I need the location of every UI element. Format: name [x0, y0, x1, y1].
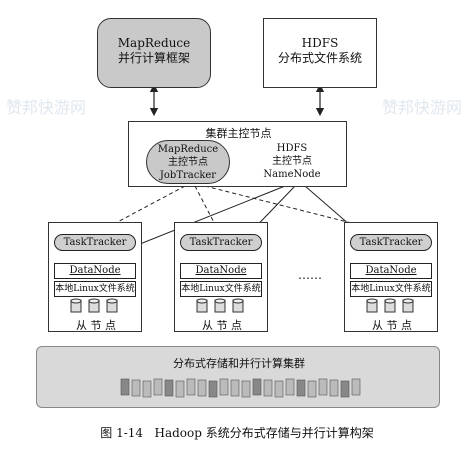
server-unit	[153, 378, 163, 396]
server-unit	[241, 380, 251, 398]
cluster-label: 分布式存储和并行计算集群	[173, 357, 305, 370]
server-unit	[307, 380, 317, 398]
slave-label: 从 节 点	[372, 319, 412, 332]
server-unit	[351, 378, 361, 396]
watermark-right: 赞邦快游网	[382, 98, 463, 117]
server-unit	[340, 380, 350, 398]
server-unit	[208, 380, 218, 398]
slave-label: 从 节 点	[76, 319, 116, 332]
namenode-line2: 主控节点	[272, 156, 312, 167]
server-unit	[252, 378, 262, 396]
jobtracker-node: MapReduce 主控节点 JobTracker	[146, 140, 230, 184]
parallel-framework-label: 并行计算框架	[117, 51, 190, 65]
server-unit	[274, 380, 284, 398]
server-unit	[329, 379, 339, 397]
mapreduce-framework-box: MapReduce 并行计算框架	[97, 18, 211, 88]
server-unit	[285, 378, 295, 396]
slave-label: 从 节 点	[202, 319, 242, 332]
watermark-left: 赞邦快游网	[6, 98, 87, 117]
server-unit	[197, 379, 207, 397]
slave-node-1: TaskTracker DataNode 本地Linux文件系统 从 节 点	[48, 222, 142, 332]
server-unit	[131, 379, 141, 397]
server-unit	[186, 378, 196, 396]
datanode-box: DataNode	[54, 263, 136, 279]
hdfs-label: HDFS	[301, 36, 339, 50]
hdfs-box: HDFS 分布式文件系统	[263, 18, 377, 88]
local-fs-box: 本地Linux文件系统	[350, 281, 432, 297]
tasktracker-pill: TaskTracker	[54, 234, 136, 251]
jobtracker-line3: JobTracker	[159, 170, 217, 181]
server-unit	[164, 379, 174, 397]
slave-node-2: TaskTracker DataNode 本地Linux文件系统 从 节 点	[174, 222, 268, 332]
dfs-label: 分布式文件系统	[277, 51, 362, 65]
storage-cluster-bar: 分布式存储和并行计算集群	[36, 346, 440, 408]
local-fs-box: 本地Linux文件系统	[180, 281, 262, 297]
server-unit	[219, 378, 229, 396]
server-unit	[296, 379, 306, 397]
local-fs-box: 本地Linux文件系统	[54, 281, 136, 297]
mapreduce-label: MapReduce	[117, 36, 191, 50]
jobtracker-line1: MapReduce	[157, 144, 219, 155]
namenode-node: HDFS 主控节点 NameNode	[258, 142, 326, 182]
master-title: 集群主控节点	[205, 127, 272, 140]
jobtracker-line2: 主控节点	[168, 157, 208, 168]
disk-icon	[70, 298, 118, 313]
server-unit	[230, 379, 240, 397]
figure-caption: 图 1-14 Hadoop 系统分布式存储与并行计算构架	[100, 426, 374, 440]
namenode-line1: HDFS	[276, 143, 308, 154]
disk-icon	[366, 298, 414, 313]
ellipsis: ……	[298, 268, 322, 282]
slave-node-3: TaskTracker DataNode 本地Linux文件系统 从 节 点	[344, 222, 438, 332]
server-rack-icon	[120, 378, 361, 398]
server-unit	[120, 378, 130, 396]
tasktracker-pill: TaskTracker	[180, 234, 262, 251]
datanode-box: DataNode	[180, 263, 262, 279]
datanode-box: DataNode	[350, 263, 432, 279]
server-unit	[318, 378, 328, 396]
namenode-line3: NameNode	[263, 169, 321, 180]
tasktracker-pill: TaskTracker	[350, 234, 432, 251]
server-unit	[175, 380, 185, 398]
server-unit	[263, 379, 273, 397]
disk-icon	[196, 298, 244, 313]
server-unit	[142, 380, 152, 398]
